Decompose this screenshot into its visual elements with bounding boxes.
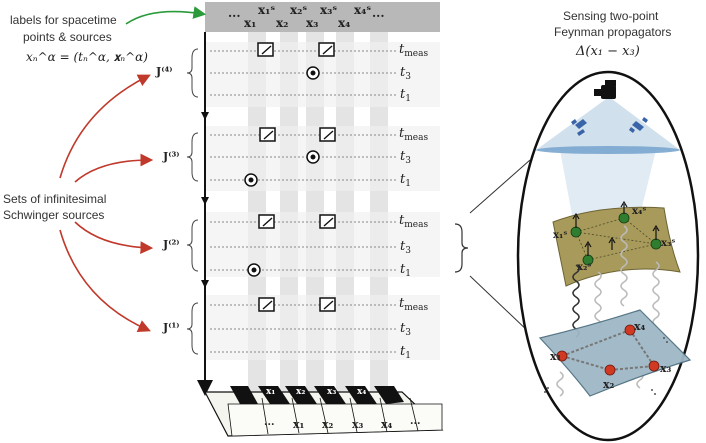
- spin-arrows: [572, 200, 660, 256]
- zoom-line-top: [469, 159, 531, 214]
- key-bot-dots-right: ...: [410, 416, 421, 427]
- time-label-t3: t3: [400, 321, 411, 338]
- lower-dots: [544, 337, 668, 395]
- laser-icons: [571, 117, 648, 136]
- time-label-meas: tmeas: [399, 296, 429, 313]
- lattice-x4s: 𝐱₄ˢ: [632, 206, 647, 217]
- zoom-line-bot: [469, 275, 531, 334]
- keyboard: [204, 386, 444, 437]
- header-x4s: 𝐱₄ˢ: [354, 3, 372, 17]
- imaging-beam: [536, 99, 680, 150]
- arrow-source-j3: [74, 153, 154, 183]
- time-label-meas: tmeas: [399, 42, 429, 59]
- header-bar: [205, 2, 440, 32]
- source-label-j3: J⁽³⁾: [163, 150, 180, 163]
- arrow-source-j2: [74, 221, 154, 255]
- header-x2s: 𝐱₂ˢ: [290, 3, 308, 17]
- time-label-meas: tmeas: [399, 126, 429, 143]
- key-bot-dots-left: ...: [264, 417, 275, 428]
- time-label-t1: t1: [400, 87, 411, 104]
- sensing-title-line1: Sensing two-point: [563, 9, 659, 23]
- lower-lattice-nodes: [556, 324, 660, 376]
- measurement-boxes: [257, 42, 336, 312]
- key-top-x1: 𝐱₁: [266, 387, 276, 397]
- sources-annotation-line1: Sets of infinitesimal: [3, 192, 107, 206]
- time-label-t1: t1: [400, 262, 411, 279]
- imaging-beam-lower: [560, 150, 656, 215]
- key-bot-x4: 𝐱₄: [381, 418, 393, 431]
- key-bot-x2: 𝐱₂: [322, 418, 334, 431]
- camera-icon: [594, 80, 616, 99]
- measurement-needles: [261, 45, 334, 310]
- key-bot-x1: 𝐱₁: [293, 418, 305, 431]
- arrow-source-j1: [59, 229, 151, 332]
- header-x1s: 𝐱₁ˢ: [258, 3, 276, 17]
- header-x2: 𝐱₂: [276, 16, 289, 30]
- lattice-x4: 𝐱₄: [634, 320, 646, 333]
- upper-lattice: [552, 206, 681, 287]
- source-label-j2: J⁽²⁾: [163, 238, 180, 251]
- arrow-source-j4: [59, 74, 151, 179]
- coupling-springs: [556, 225, 660, 397]
- time-axis-arrows: [201, 112, 209, 288]
- zoom-brace: [454, 223, 469, 273]
- time-label-t3: t3: [400, 239, 411, 256]
- lattice-x2s: 𝐱₂ˢ: [577, 262, 592, 273]
- source-markers: [244, 66, 320, 277]
- key-top-x2: 𝐱₂: [296, 387, 306, 397]
- header-x3s: 𝐱₃ˢ: [320, 3, 338, 17]
- lattice-x1s: 𝐱₁ˢ: [553, 230, 568, 241]
- time-label-t3: t3: [400, 65, 411, 82]
- source-label-j1: J⁽¹⁾: [163, 321, 180, 334]
- key-bot-x3: 𝐱₃: [352, 418, 364, 431]
- key-top-x4: 𝐱₄: [357, 387, 367, 397]
- labels-formula: xₙ^α = (tₙ^α, 𝐱ₙ^α): [26, 50, 148, 64]
- arrow-labels: [125, 6, 207, 25]
- header-x4: 𝐱₄: [338, 16, 351, 30]
- panel-braces: [186, 48, 199, 355]
- lattice-x1: 𝐱₁: [550, 350, 562, 363]
- lens: [536, 146, 680, 154]
- time-label-meas: tmeas: [399, 213, 429, 230]
- lattice-x2: 𝐱₂: [603, 378, 615, 391]
- header-dots-left: ...: [228, 6, 241, 20]
- lower-lattice: [538, 309, 692, 397]
- key-top-x3: 𝐱₃: [327, 387, 337, 397]
- header-x3: 𝐱₃: [306, 16, 319, 30]
- lattice-x3s: 𝐱₃ˢ: [661, 238, 676, 249]
- sensing-title-line2: Feynman propagators: [554, 25, 672, 39]
- header-dots-right: ...: [372, 6, 385, 20]
- time-label-t1: t1: [400, 172, 411, 189]
- source-label-j4: J⁽⁴⁾: [156, 65, 173, 78]
- time-label-t3: t3: [400, 149, 411, 166]
- header-x1: 𝐱₁: [244, 16, 257, 30]
- lattice-x3: 𝐱₃: [660, 362, 672, 375]
- labels-annotation-line1: labels for spacetime: [10, 13, 117, 27]
- propagator-formula: Δ(x₁ − x₃): [576, 44, 640, 59]
- time-label-t1: t1: [400, 344, 411, 361]
- lower-lattice-chains: [561, 329, 655, 371]
- sources-annotation-line2: Schwinger sources: [3, 208, 105, 222]
- labels-annotation-line2: points & sources: [23, 30, 112, 44]
